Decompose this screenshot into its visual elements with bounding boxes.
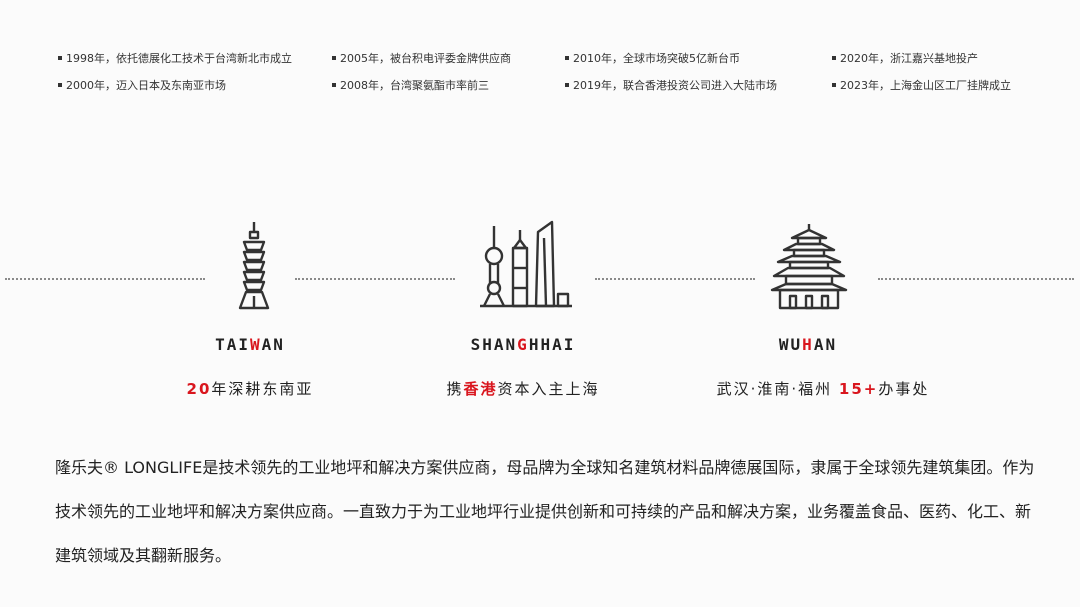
city-name-part: AN	[261, 335, 285, 354]
company-timeline: 1998年，依托德展化工技术于台湾新北市成立 2000年，迈入日本及东南亚市场 …	[0, 52, 1080, 102]
timeline-item: 2020年，浙江嘉兴基地投产	[832, 52, 978, 66]
timeline-item: 2008年，台湾聚氨酯市率前三	[332, 79, 489, 93]
bullet-icon	[58, 83, 62, 87]
timeline-item: 2023年，上海金山区工厂挂牌成立	[832, 79, 1011, 93]
subtitle-highlight: 20	[186, 380, 212, 398]
city-name-part: AN	[813, 335, 838, 354]
subtitle-text: 携	[446, 380, 464, 398]
timeline-text: 2005年，被台积电评委金牌供应商	[340, 52, 511, 65]
city-name-part: SHAN	[470, 335, 518, 354]
timeline-text: 2019年，联合香港投资公司进入大陆市场	[573, 79, 777, 92]
timeline-item: 1998年，依托德展化工技术于台湾新北市成立	[58, 52, 292, 66]
city-name-part: WU	[778, 335, 803, 354]
dotted-divider	[878, 278, 1074, 280]
dotted-divider	[295, 278, 455, 280]
subtitle-text: 办事处	[878, 380, 930, 398]
timeline-text: 1998年，依托德展化工技术于台湾新北市成立	[66, 52, 292, 65]
timeline-text: 2000年，迈入日本及东南亚市场	[66, 79, 226, 92]
timeline-item: 2019年，联合香港投资公司进入大陆市场	[565, 79, 777, 93]
city-name-highlight: G	[517, 335, 529, 354]
timeline-text: 2010年，全球市场突破5亿新台币	[573, 52, 740, 65]
taipei-101-icon	[238, 222, 270, 310]
city-subtitle-wuhan: 武汉·淮南·福州 15+办事处	[700, 378, 946, 399]
dotted-divider	[595, 278, 755, 280]
bullet-icon	[58, 56, 62, 60]
bullet-icon	[332, 83, 336, 87]
bullet-icon	[565, 83, 569, 87]
dotted-divider	[5, 278, 205, 280]
company-description: 隆乐夫® LONGLIFE是技术领先的工业地坪和解决方案供应商，母品牌为全球知名…	[55, 458, 1035, 565]
timeline-text: 2023年，上海金山区工厂挂牌成立	[840, 79, 1011, 92]
timeline-text: 2020年，浙江嘉兴基地投产	[840, 52, 978, 65]
city-name-taiwan: TAIWAN	[190, 335, 310, 354]
timeline-text: 2008年，台湾聚氨酯市率前三	[340, 79, 489, 92]
city-name-wuhan: WUHAN	[748, 335, 868, 354]
city-name-part: TAI	[215, 335, 250, 354]
subtitle-highlight: 15+	[838, 380, 879, 398]
bullet-icon	[832, 56, 836, 60]
city-subtitle-taiwan: 20年深耕东南亚	[160, 378, 340, 399]
city-name-shanghai: SHANGHHAI	[448, 335, 598, 354]
yellow-crane-tower-icon	[770, 224, 848, 310]
bullet-icon	[565, 56, 569, 60]
bullet-icon	[832, 83, 836, 87]
city-name-highlight: H	[802, 335, 814, 354]
subtitle-text: 武汉·淮南·福州	[716, 380, 839, 398]
bullet-icon	[332, 56, 336, 60]
subtitle-text: 年深耕东南亚	[211, 380, 314, 398]
city-name-highlight: W	[250, 335, 262, 354]
timeline-item: 2010年，全球市场突破5亿新台币	[565, 52, 740, 66]
timeline-item: 2000年，迈入日本及东南亚市场	[58, 79, 226, 93]
city-subtitle-shanghai: 携香港资本入主上海	[420, 378, 626, 399]
city-name-part: HHAI	[528, 335, 576, 354]
timeline-item: 2005年，被台积电评委金牌供应商	[332, 52, 511, 66]
shanghai-skyline-icon	[480, 220, 572, 308]
subtitle-highlight: 香港	[463, 380, 498, 398]
subtitle-text: 资本入主上海	[497, 380, 600, 398]
